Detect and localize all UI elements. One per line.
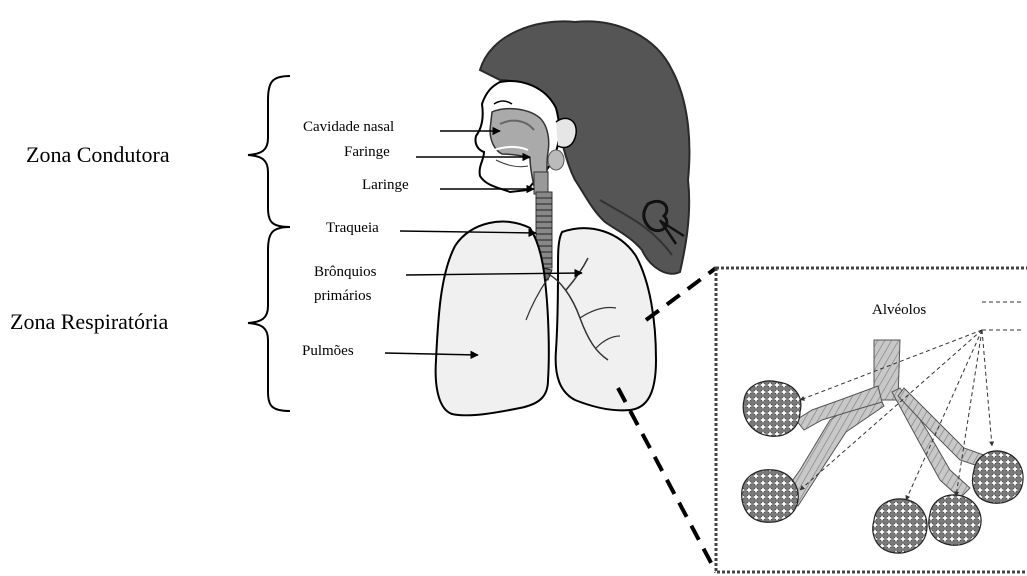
bronchi-label-line2: primários <box>314 286 372 306</box>
bronchi-arrow <box>406 273 582 275</box>
nasal-cavity-label: Cavidade nasal <box>303 117 394 137</box>
bronchi-label-line1: Brônquios <box>314 262 377 282</box>
trachea-label: Traqueia <box>326 218 379 238</box>
lungs-label: Pulmões <box>302 341 354 361</box>
conducting-zone-brace <box>248 76 290 227</box>
respiratory-zone-label: Zona Respiratória <box>10 309 168 335</box>
conducting-zone-label: Zona Condutora <box>26 142 170 168</box>
respiratory-zone-brace <box>248 227 290 411</box>
pharynx-label: Faringe <box>344 142 390 162</box>
alveoli-label: Alvéolos <box>872 300 926 320</box>
larynx-label: Laringe <box>362 175 409 195</box>
